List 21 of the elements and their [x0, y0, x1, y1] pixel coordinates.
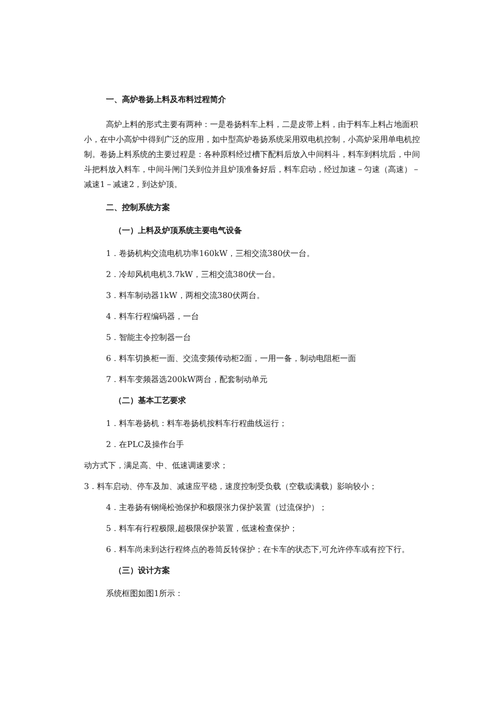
subsection-heading: （三）设计方案 [114, 565, 171, 577]
list-item: 5．料车有行程极限,超极限保护装置，低速检查保护； [106, 523, 299, 535]
list-item: 2．冷却风机电机3.7kW，三相交流380伏一台。 [106, 269, 282, 281]
list-item: 7．料车变频器选200kW两台，配套制动单元 [106, 374, 268, 386]
list-item: 3．料车制动器1kW，两相交流380伏两台。 [106, 290, 266, 302]
section-heading: 一、高炉卷扬上料及布料过程简介 [106, 94, 227, 106]
list-item: 4．主卷扬有钢绳松弛保护和极限张力保护装置（过流保护）； [106, 502, 328, 514]
list-item: 2．在PLC及操作台手 [106, 439, 185, 451]
list-item: 1．卷扬机构交流电机功率160kW，三相交流380伏一台。 [106, 248, 316, 260]
list-item: 3．料车启动、停车及加、减速应平稳，速度控制受负载（空载或满载）影响较小； [84, 481, 378, 493]
list-item: 动方式下，满足高、中、低速调速要求； [84, 460, 229, 472]
list-item: 5．智能主令控制器一台 [106, 332, 192, 344]
subsection-heading: （一）上料及炉顶系统主要电气设备 [114, 225, 243, 237]
paragraph: 系统框图如图1所示： [105, 588, 184, 600]
subsection-heading: （二）基本工艺要求 [114, 395, 187, 407]
list-item: 4．料车行程编码器，一台 [106, 311, 200, 323]
list-item: 1．料车卷扬机：料车卷扬机按料车行程曲线运行； [106, 418, 288, 430]
list-item: 6．料车尚未到达行程终点的卷筒反转保护；在卡车的状态下,可允许停车或有控下行。 [105, 544, 411, 556]
paragraph: 高炉上料的形式主要有两种：一是卷扬料车上料，二是皮带上料，由于料车上料占地面积小，在中小高炉中得到广泛的应用，如中型高炉卷扬系统采用双电机控制，小高炉采用单电机控制。卷扬上料系统的主要过程是：各种原料经过槽下配料后放入中间料斗，料车到料坑后，中间斗把料放入料车，中间斗闸门关到位并且炉顶准备好后，料车启动，经过加速－匀速（高速）－减速1－减速2，到达炉顶。 [84, 119, 420, 191]
list-item: 6．料车切换柜一面、交流变频传动柜2面，一用一备，制动电阻柜一面 [106, 353, 358, 365]
section-heading: 二、控制系统方案 [106, 202, 171, 214]
